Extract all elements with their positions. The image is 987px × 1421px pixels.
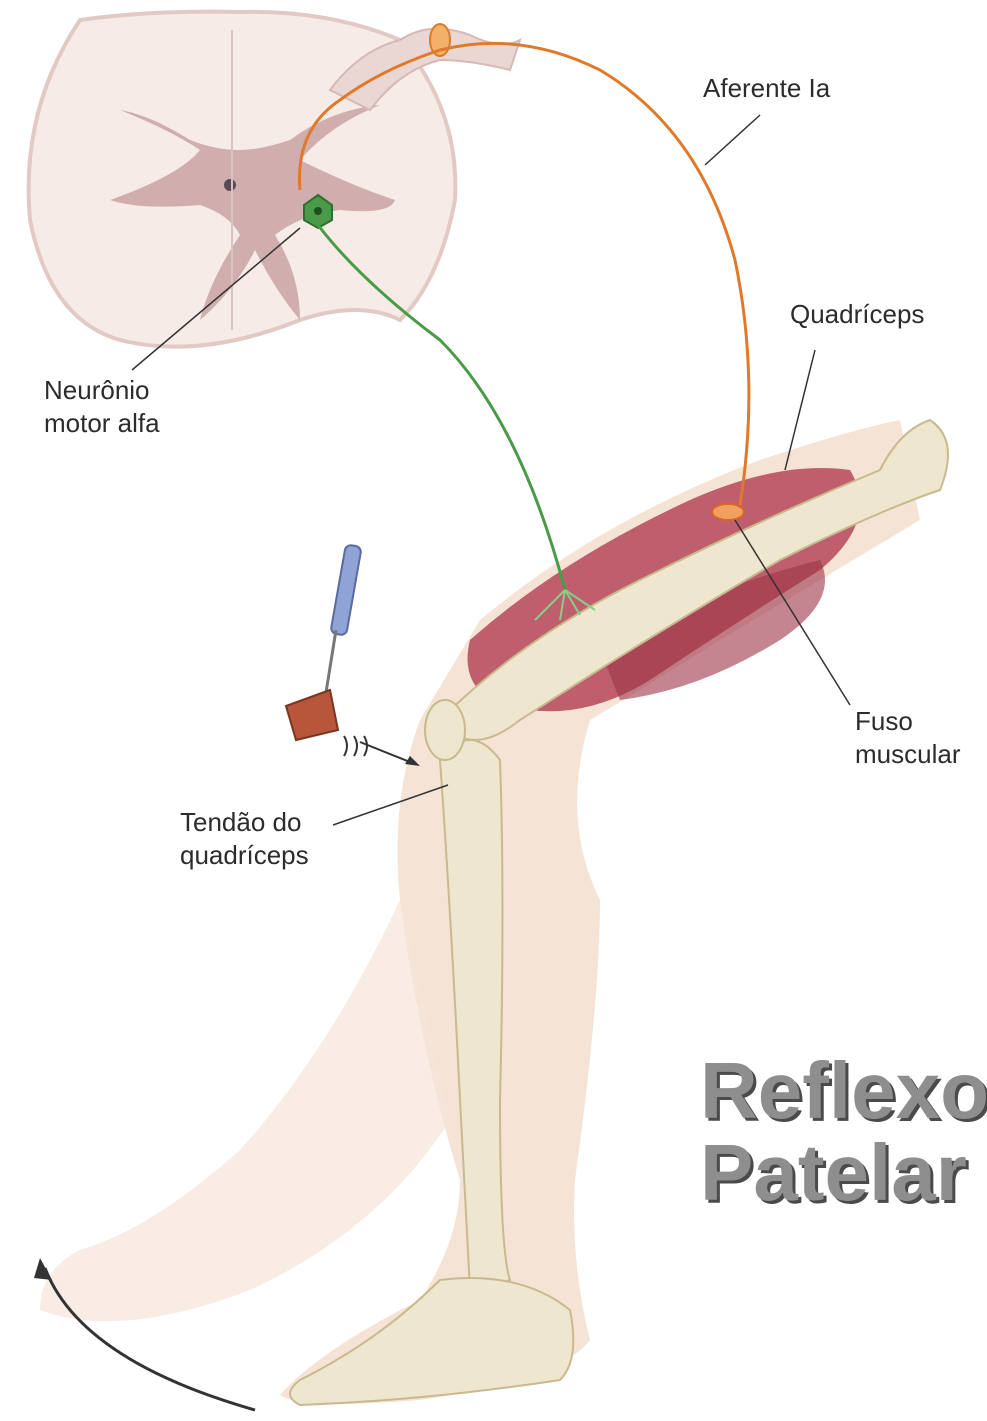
slide-title: Reflexo Patelar	[700, 1050, 987, 1214]
afferent-label: Aferente Ia	[703, 72, 830, 105]
foot	[290, 1278, 573, 1405]
motor-neuron-label: Neurônio motor alfa	[44, 374, 160, 440]
muscle-spindle-label: Fuso muscular	[855, 705, 960, 771]
quadriceps-label: Quadríceps	[790, 298, 924, 331]
muscle-spindle	[712, 504, 744, 520]
leg	[40, 420, 948, 1405]
reflex-hammer	[286, 544, 362, 740]
tendon-label: Tendão do quadríceps	[180, 806, 309, 872]
